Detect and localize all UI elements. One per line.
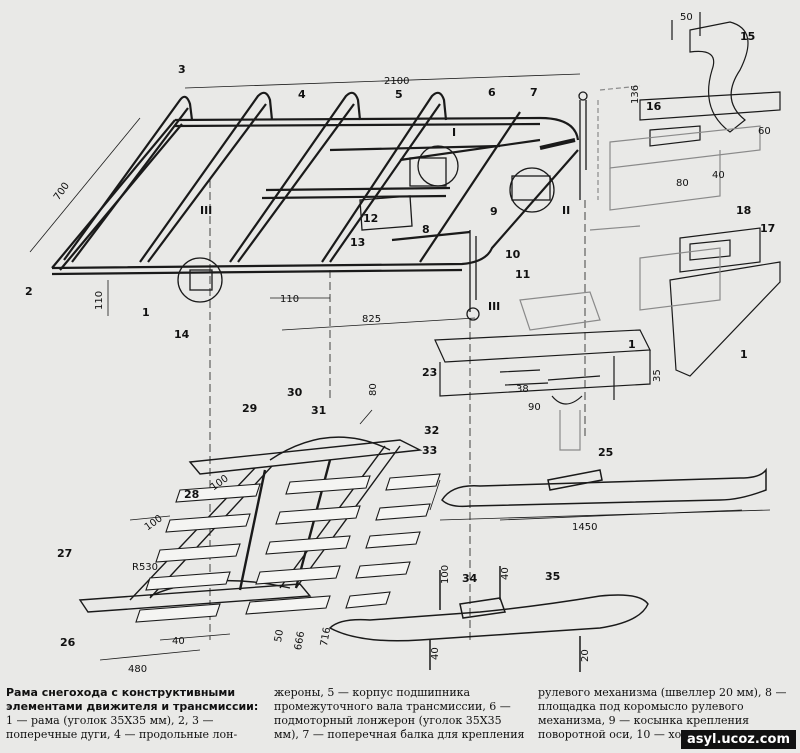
dim-38: 38 (516, 384, 529, 395)
label-28: 28 (184, 488, 199, 501)
dim-825: 825 (362, 314, 381, 325)
dim-110a: 110 (94, 291, 105, 310)
caption-column-1: Рама снегохода с конструктивными элемент… (6, 686, 264, 742)
roman-i: I (452, 126, 456, 139)
dim-100c: 100 (440, 565, 451, 584)
dimension-labels: 2100 700 110 110 825 50 136 60 80 40 35 … (52, 12, 771, 675)
dim-20: 20 (580, 649, 591, 662)
label-27: 27 (57, 547, 72, 560)
label-25: 25 (598, 446, 613, 459)
caption-column-2: жероны, 5 — корпус подшипника промежуточ… (274, 686, 526, 742)
label-26: 26 (60, 636, 76, 649)
dim-50: 50 (680, 12, 693, 23)
label-3: 3 (178, 63, 186, 76)
label-15: 15 (740, 30, 755, 43)
detail-steering-bracket (597, 12, 781, 211)
figure-caption: Рама снегохода с конструктивными элемент… (6, 686, 796, 748)
roman-iii-a: III (200, 204, 212, 217)
label-34: 34 (462, 572, 478, 585)
dim-90: 90 (528, 402, 541, 413)
dim-80b: 80 (368, 383, 379, 396)
label-10: 10 (505, 248, 521, 261)
label-30: 30 (287, 386, 303, 399)
detail-ii-circle (509, 167, 555, 213)
label-35: 35 (545, 570, 560, 583)
label-6: 6 (488, 86, 496, 99)
dim-60: 60 (758, 126, 771, 137)
label-32: 32 (424, 424, 439, 437)
dim-50b: 50 (273, 629, 286, 643)
part-labels: 3 4 5 6 7 2 1 14 12 13 8 9 10 11 15 16 1… (25, 30, 775, 649)
label-1a: 1 (142, 306, 150, 319)
label-5: 5 (395, 88, 403, 101)
label-7: 7 (530, 86, 538, 99)
dim-35: 35 (652, 369, 663, 382)
label-1b: 1 (740, 348, 748, 361)
dim-40d: 40 (430, 647, 441, 660)
label-11: 11 (515, 268, 530, 281)
dim-40c: 40 (500, 567, 511, 580)
caption-col3-body: рулевого механизма (швеллер 20 мм), 8 — … (538, 686, 787, 741)
dim-2100: 2100 (384, 76, 409, 87)
dim-40: 40 (712, 170, 725, 181)
snowmobile-frame-drawing: 3 4 5 6 7 2 1 14 12 13 8 9 10 11 15 16 1… (25, 12, 781, 675)
roman-ii: II (562, 204, 570, 217)
roman-iii-b: III (488, 300, 500, 313)
dim-716: 716 (319, 626, 333, 647)
label-9: 9 (490, 205, 498, 218)
track-assembly (78, 436, 423, 613)
source-watermark: asyl.ucoz.com (681, 730, 796, 749)
dim-1450: 1450 (572, 522, 597, 533)
label-14: 14 (174, 328, 190, 341)
label-23: 23 (422, 366, 437, 379)
dim-R530: R530 (132, 562, 158, 573)
track-lugs (135, 473, 441, 623)
detail-crossbeam (434, 291, 651, 451)
label-2: 2 (25, 285, 33, 298)
dim-110b: 110 (280, 294, 299, 305)
label-4: 4 (298, 88, 306, 101)
dim-80: 80 (676, 178, 689, 189)
label-13: 13 (350, 236, 365, 249)
label-16: 16 (646, 100, 662, 113)
dim-40b: 40 (172, 636, 185, 647)
ski-iso-view (328, 566, 649, 672)
caption-title: Рама снегохода с конструктивными элемент… (6, 686, 259, 713)
label-18: 18 (736, 204, 751, 217)
label-12: 12 (363, 212, 378, 225)
detail-iii-circle (177, 257, 223, 303)
label-29: 29 (242, 402, 257, 415)
caption-column-3: рулевого механизма (швеллер 20 мм), 8 — … (538, 686, 796, 742)
main-frame (51, 91, 580, 276)
caption-col1-body: 1 — рама (уголок 35Х35 мм), 2, 3 — попер… (6, 714, 238, 741)
dim-480: 480 (128, 664, 147, 675)
label-33: 33 (422, 444, 437, 457)
label-8: 8 (422, 223, 430, 236)
caption-col2-body: жероны, 5 — корпус подшипника промежуточ… (274, 686, 525, 741)
dim-666: 666 (293, 630, 307, 651)
dim-136: 136 (630, 85, 641, 104)
detail-steering-platform (589, 225, 781, 377)
label-17: 17 (760, 222, 775, 235)
ski-side-view (439, 467, 771, 521)
label-1c: 1 (628, 338, 636, 351)
label-31: 31 (311, 404, 326, 417)
